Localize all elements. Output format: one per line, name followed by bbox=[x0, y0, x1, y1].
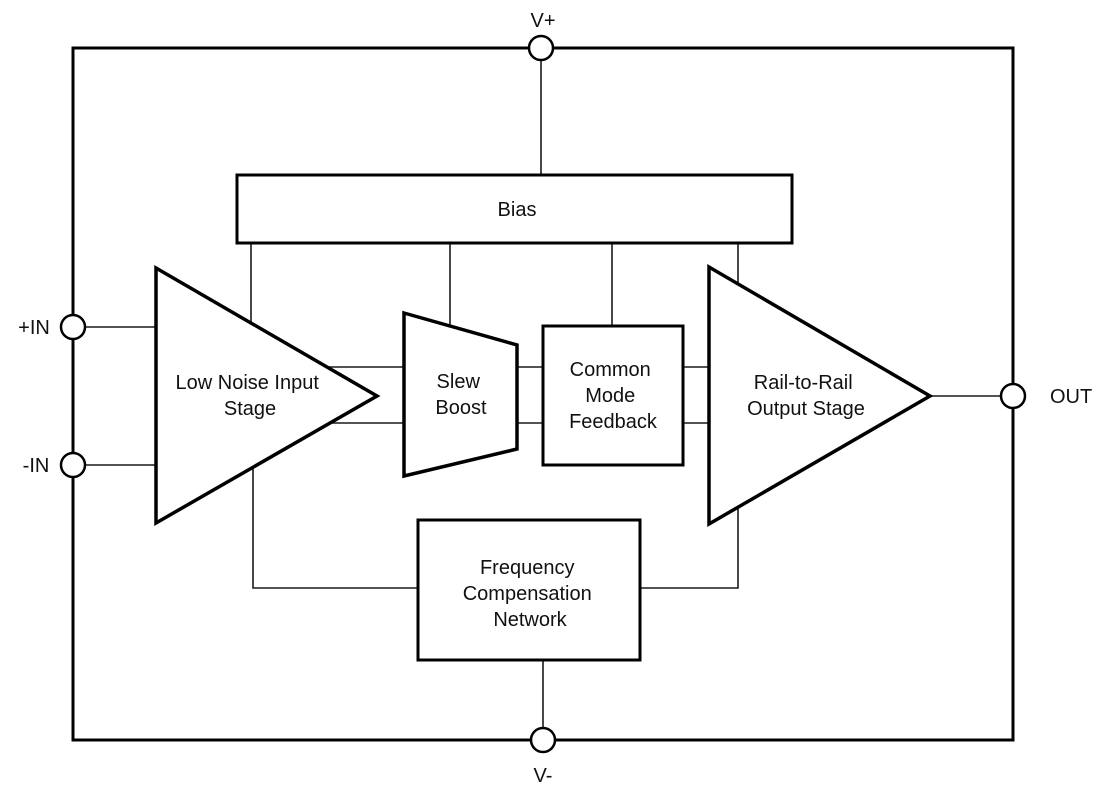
inminus-label: -IN bbox=[23, 455, 50, 477]
frequency-compensation-block bbox=[416, 518, 642, 662]
inminus-terminal bbox=[59, 451, 87, 479]
bias-block bbox=[235, 173, 794, 245]
output-stage-label-line1: Rail-to-Rail bbox=[754, 372, 853, 394]
input-stage-label: Low Noise Input Stage bbox=[176, 372, 325, 420]
fcn-label-line2: Compensation bbox=[463, 583, 592, 605]
out-terminal bbox=[999, 382, 1027, 410]
fcn-label-line1: Frequency bbox=[480, 557, 575, 579]
inplus-terminal bbox=[59, 313, 87, 341]
fcn-label-line3: Network bbox=[493, 609, 567, 631]
wire-input-stage-to-fcn bbox=[252, 450, 422, 589]
vminus-terminal bbox=[529, 726, 557, 754]
output-stage-label: Rail-to-Rail Output Stage bbox=[747, 372, 865, 420]
cmf-label-line1: Common bbox=[570, 359, 651, 381]
slew-boost-label-line2: Boost bbox=[435, 397, 487, 419]
out-label: OUT bbox=[1050, 386, 1092, 408]
common-mode-feedback-label: Common Mode Feedback bbox=[569, 359, 658, 433]
bias-label-line: Bias bbox=[498, 199, 537, 221]
input-stage-triangle bbox=[154, 264, 381, 527]
cmf-label-line3: Feedback bbox=[569, 411, 658, 433]
vplus-terminal bbox=[527, 34, 555, 62]
output-stage-label-line2: Output Stage bbox=[747, 398, 865, 420]
cmf-label-line2: Mode bbox=[585, 385, 635, 407]
inplus-label: +IN bbox=[18, 317, 50, 339]
frequency-compensation-label: Frequency Compensation Network bbox=[463, 557, 598, 631]
input-stage-label-line2: Stage bbox=[224, 398, 276, 420]
output-stage-triangle bbox=[707, 263, 934, 528]
vplus-label: V+ bbox=[530, 10, 555, 32]
common-mode-feedback-block bbox=[541, 324, 685, 467]
input-stage-label-line1: Low Noise Input bbox=[176, 372, 320, 394]
slew-boost-label-line1: Slew bbox=[437, 371, 481, 393]
vminus-label: V- bbox=[534, 765, 553, 787]
bias-label: Bias bbox=[498, 199, 537, 221]
wire-fcn-to-output-stage bbox=[636, 498, 739, 589]
slew-boost-label: Slew Boost bbox=[435, 371, 487, 419]
slew-boost-trapezoid bbox=[402, 310, 519, 479]
